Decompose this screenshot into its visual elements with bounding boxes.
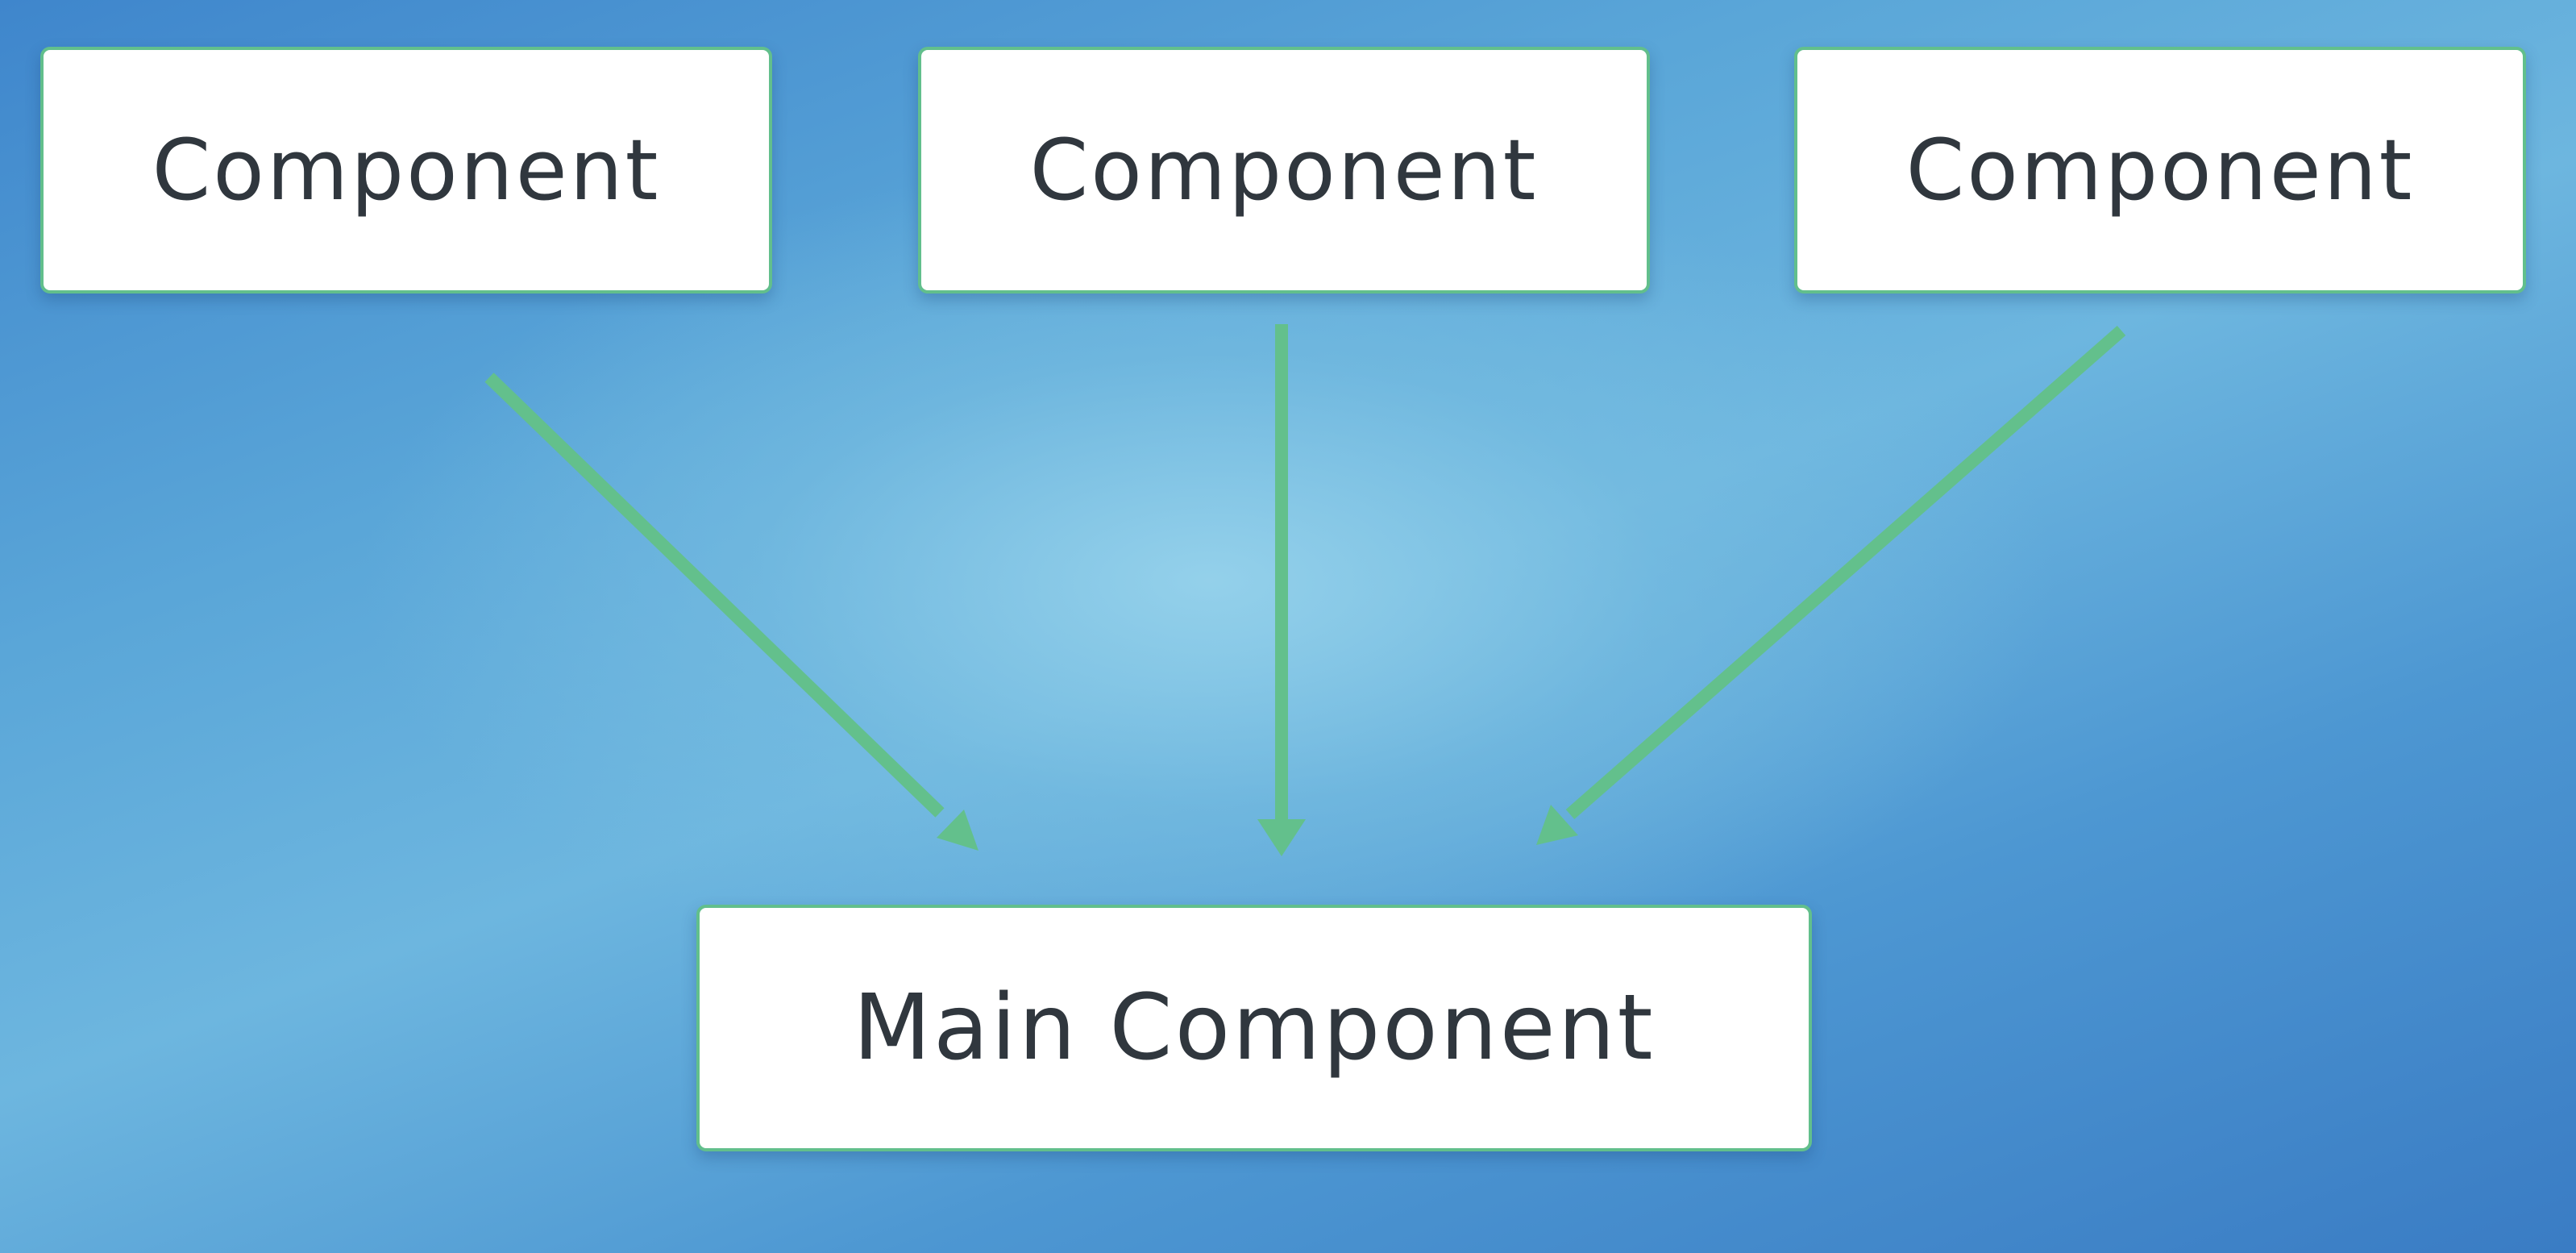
arrow-c-to-main <box>1536 325 2126 845</box>
component-box-3: Component <box>1794 47 2526 293</box>
component-label-2: Component <box>1029 121 1539 219</box>
component-box-1: Component <box>40 47 772 293</box>
component-label-1: Component <box>152 121 661 219</box>
component-label-3: Component <box>1905 121 2415 219</box>
arrow-a-to-main <box>484 373 978 851</box>
arrow-b-to-main <box>1257 324 1306 856</box>
main-component-label: Main Component <box>853 976 1656 1080</box>
component-box-2: Component <box>918 47 1650 293</box>
main-component-box: Main Component <box>696 905 1812 1151</box>
